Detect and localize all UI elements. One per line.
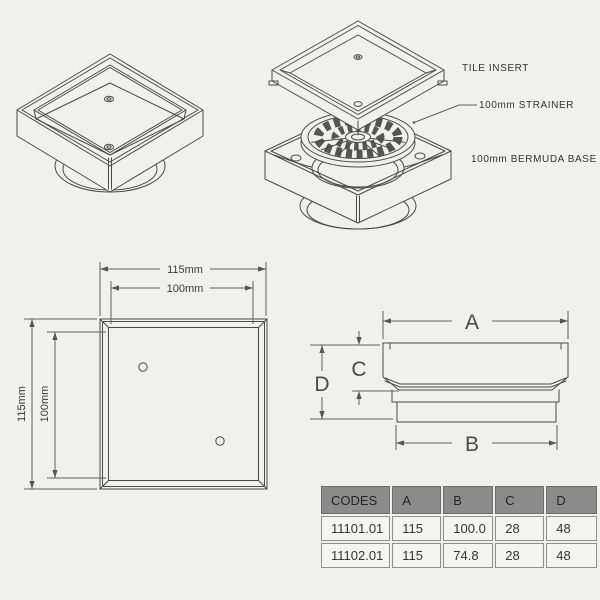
dim-a-cell: 115 <box>392 543 442 568</box>
dim-c-cell: 28 <box>495 543 545 568</box>
plan-top-inner-dim: 100mm <box>167 283 204 295</box>
plan-top-outer-dim: 115mm <box>167 264 203 276</box>
side-dim-b: B <box>465 433 479 456</box>
col-b-header: B <box>443 486 494 514</box>
strainer-label: 100mm STRAINER <box>479 100 575 111</box>
side-dim-a: A <box>465 311 479 334</box>
dim-c-cell: 28 <box>495 516 545 541</box>
col-c-header: C <box>495 486 545 514</box>
code-cell: 11101.01 <box>321 516 391 541</box>
plan-view-drawing: 115mm 100mm 115mm 100mm <box>16 262 268 490</box>
tile-insert-label: TILE INSERT <box>462 63 529 74</box>
code-cell: 11102.01 <box>321 543 391 568</box>
col-a-header: A <box>392 486 442 514</box>
strainer-leader-line <box>412 104 477 124</box>
bermuda-base-label: 100mm BERMUDA BASE <box>471 154 597 165</box>
side-dim-c: C <box>351 358 366 381</box>
dim-a-cell: 115 <box>392 516 442 541</box>
codes-header: CODES <box>321 486 391 514</box>
plan-left-inner-dim: 100mm <box>39 386 51 423</box>
codes-table-header-row: CODES A B C D <box>321 486 598 514</box>
dim-b-cell: 100.0 <box>443 516 494 541</box>
dim-d-cell: 48 <box>546 516 598 541</box>
assembled-view-drawing <box>16 53 204 193</box>
side-dim-d: D <box>314 373 329 396</box>
dim-d-cell: 48 <box>546 543 598 568</box>
dim-b-cell: 74.8 <box>443 543 494 568</box>
codes-table: CODES A B C D 11101.01 115 100.0 28 48 1… <box>319 484 599 570</box>
col-d-header: D <box>546 486 598 514</box>
exploded-view-drawing <box>264 20 477 230</box>
table-row: 11102.01 115 74.8 28 48 <box>321 543 598 568</box>
plan-left-outer-dim: 115mm <box>16 386 28 422</box>
side-view-drawing: A B C D <box>310 311 569 456</box>
table-row: 11101.01 115 100.0 28 48 <box>321 516 598 541</box>
